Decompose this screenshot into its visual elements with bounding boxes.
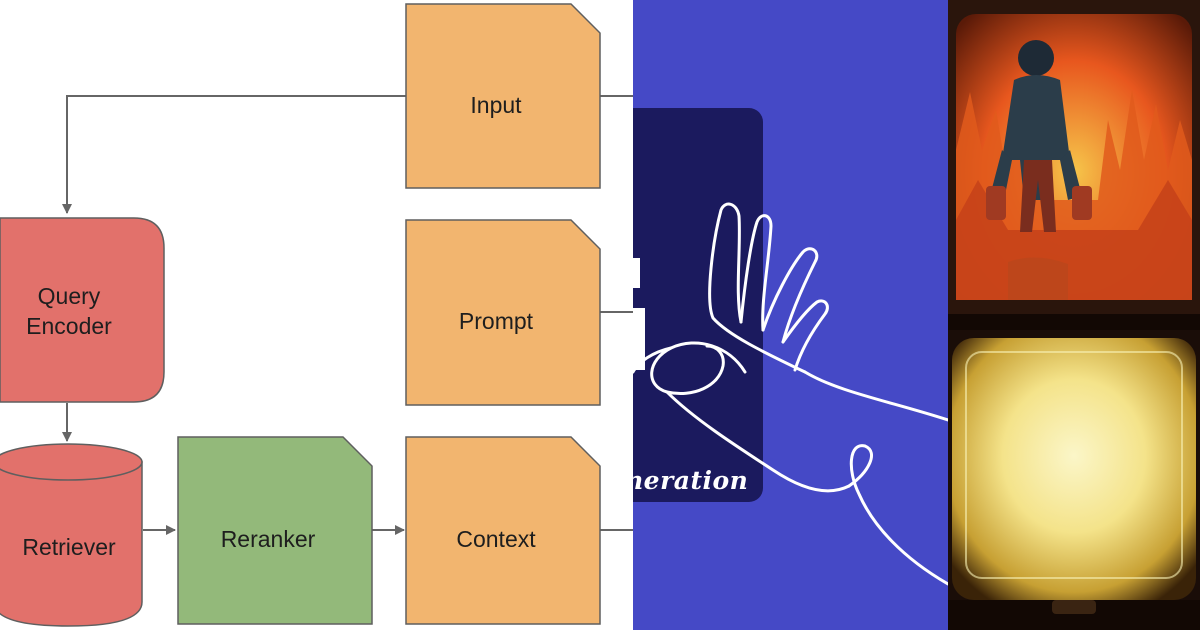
astronaut-artwork <box>948 0 1200 630</box>
rag-diagram: Input Prompt Context Reranker Query Enco… <box>0 3 633 627</box>
prompt-node <box>405 219 601 406</box>
diagram-canvas <box>0 3 633 627</box>
retriever-node <box>0 443 143 627</box>
input-node <box>405 3 601 189</box>
bottom-window <box>952 338 1196 600</box>
input-to-encoder-arrow <box>62 95 406 214</box>
retro-artwork-panel <box>948 0 1200 630</box>
context-node <box>405 436 601 625</box>
ok-hand-icon <box>633 202 948 586</box>
hand-illustration-panel: neration <box>633 0 948 630</box>
reranker-node <box>177 436 373 625</box>
card-title-fragment: neration <box>633 466 749 495</box>
astronaut-figure <box>986 40 1092 300</box>
query-encoder-node <box>0 217 165 403</box>
